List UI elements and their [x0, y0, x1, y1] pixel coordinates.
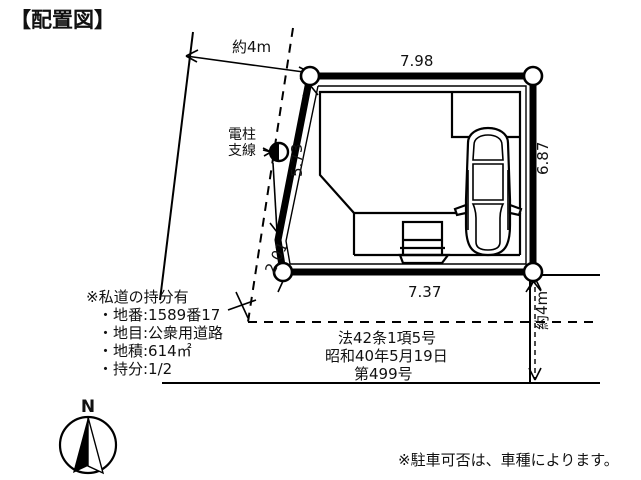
- road-south: [162, 274, 600, 384]
- road-designation-line2: 昭和40年5月19日: [325, 347, 448, 365]
- pole-leader-arrowhead: [262, 149, 272, 157]
- arrowhead-bottom-right: [528, 367, 542, 381]
- road-designation-line1: 法42条1項5号: [338, 329, 436, 347]
- arrowhead-left-top: [185, 49, 199, 63]
- node-tick-southwest: [277, 280, 284, 293]
- utility-pole-icon: [268, 141, 290, 163]
- pole-half-fill: [270, 143, 279, 161]
- private-road-item-1: ・地目:公衆用道路: [98, 324, 223, 342]
- car-top-view-icon: [453, 126, 523, 257]
- footnote-text: ※駐車可否は、車種によります。: [398, 451, 619, 469]
- dimension-label-road-right: 約4m: [533, 291, 551, 330]
- dimension-label-top: 7.98: [400, 52, 433, 70]
- road-designation-line3: 第499号: [354, 365, 413, 383]
- node-tick-southeast: [525, 280, 542, 293]
- pole-annotation: 電柱 支線: [228, 127, 282, 233]
- road-west-dashed-boundary: [247, 27, 294, 323]
- pole-support-wire: [272, 162, 278, 233]
- car-mirror-right: [508, 203, 523, 217]
- dimension-label-right: 6.87: [534, 142, 552, 175]
- step-bottom-tread: [398, 253, 451, 265]
- compass-north-label: N: [81, 397, 95, 417]
- road-west: [159, 27, 294, 323]
- car-mirror-left: [453, 203, 468, 217]
- road-designation-note: 法42条1項5号 昭和40年5月19日 第499号: [325, 329, 448, 383]
- car-rear-window: [471, 203, 505, 251]
- note-pointer-slash-2: [227, 299, 257, 311]
- corner-node-southeast: [522, 261, 544, 283]
- compass-needle-light: [87, 416, 105, 475]
- corner-node-northwest: [299, 65, 321, 87]
- dimension-label-bottom: 7.37: [408, 283, 441, 301]
- dimension-label-left-upper: 5.73: [288, 144, 306, 177]
- private-road-item-0: ・地番:1589番17: [98, 306, 220, 324]
- node-tick-northwest: [302, 84, 319, 97]
- lot-outline: [274, 72, 537, 276]
- road-west-outer-edge: [159, 31, 194, 301]
- pole-label-line2: 支線: [228, 143, 256, 159]
- compass-north-icon: N: [58, 397, 118, 475]
- car-roof: [472, 163, 504, 201]
- corner-node-northeast: [522, 65, 544, 87]
- private-road-heading: ※私道の持分有: [86, 288, 189, 306]
- compass-needle-dark: [73, 417, 88, 473]
- car-windshield: [472, 134, 504, 161]
- lot-corner-nodes: [272, 65, 544, 293]
- dimension-label-road-top: 約4m: [232, 38, 271, 56]
- dimension-line-road-top: [185, 55, 312, 74]
- page-title: 【配置図】: [10, 8, 115, 32]
- private-road-item-3: ・持分:1/2: [98, 360, 172, 378]
- pole-label-line1: 電柱: [228, 127, 256, 143]
- building-outline: [318, 90, 522, 215]
- pole-support-wire-arrowhead: [269, 220, 282, 233]
- entrance-steps: [398, 220, 451, 265]
- private-road-note: ※私道の持分有 ・地番:1589番17 ・地目:公衆用道路 ・地積:614㎡ ・…: [86, 288, 223, 378]
- private-road-item-2: ・地積:614㎡: [98, 342, 192, 360]
